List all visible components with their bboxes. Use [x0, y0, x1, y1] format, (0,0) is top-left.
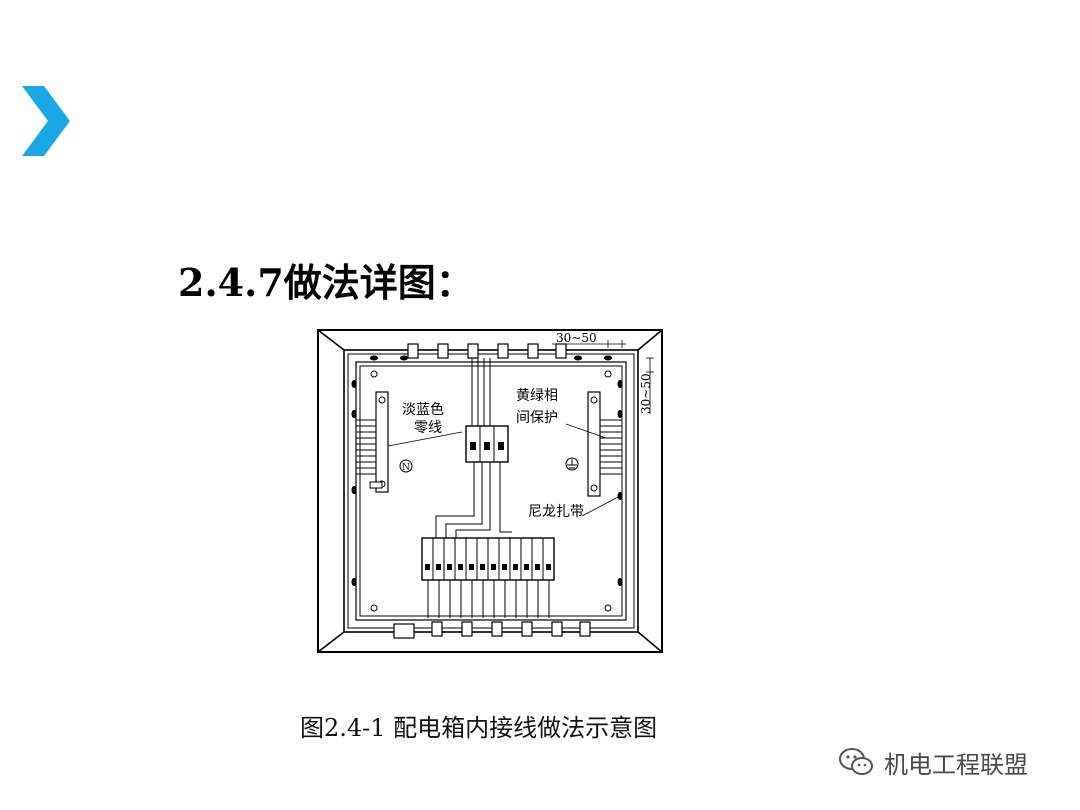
neutral-symbol: N [402, 463, 410, 473]
pe-wire-label-1: 黄绿相 [516, 387, 558, 404]
figure-caption: 图2.4-1 配电箱内接线做法示意图 [300, 714, 658, 742]
distribution-box-diagram: N 淡蓝色 零线 [317, 329, 663, 653]
mounting-screws [370, 370, 612, 612]
branch-breakers [421, 537, 555, 581]
pe-terminal-bar [587, 391, 622, 497]
slide-heading: 2.4.7做法详图： [178, 260, 474, 305]
nylon-tie-label: 尼龙扎带 [528, 504, 584, 520]
main-breaker [465, 425, 509, 463]
watermark: 机电工程联盟 [838, 744, 1028, 780]
chevron-right-icon [22, 86, 70, 156]
nylon-ties [351, 355, 623, 586]
wechat-icon [839, 748, 873, 775]
top-cable-glands [407, 343, 567, 359]
pe-wire-label-2: 间保护 [516, 410, 558, 426]
ground-symbol [565, 457, 579, 471]
dim-right-label: 30~50 [639, 373, 653, 414]
neutral-wire-label-1: 淡蓝色 [402, 401, 444, 418]
watermark-text: 机电工程联盟 [884, 750, 1028, 779]
dim-top-label: 30~50 [556, 331, 597, 345]
bottom-cable-glands [393, 621, 591, 639]
neutral-wire-label-2: 零线 [414, 420, 442, 436]
neutral-terminal-bar [356, 391, 389, 493]
